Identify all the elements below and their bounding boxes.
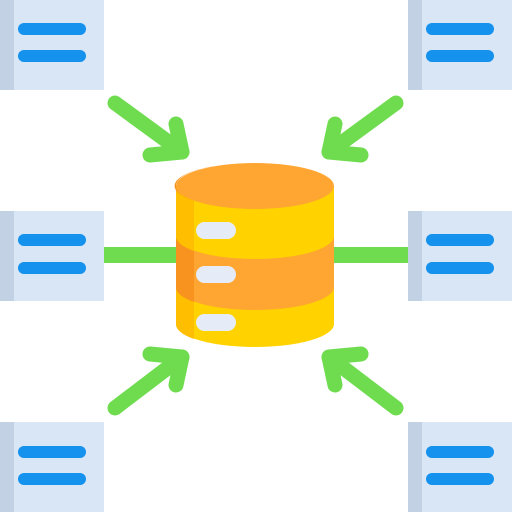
card-middle-left [0,211,104,301]
connector-lines [103,247,410,263]
arrow-top-right [321,95,404,163]
arrow-bottom-left [107,346,190,416]
card-top-left [0,0,104,90]
database-slot-bottom [196,314,236,331]
card-top-right [408,0,512,90]
connector-left [103,247,183,263]
connector-right [330,247,410,263]
arrows [107,95,404,416]
database-top-cap [176,163,334,209]
database-slot-middle [196,266,236,283]
card-bottom-right [408,422,512,512]
arrow-bottom-right [321,346,404,416]
database-slot-top [196,222,236,239]
database-icon [174,163,334,347]
card-middle-right [408,211,512,301]
card-bottom-left [0,422,104,512]
arrow-top-left [107,95,190,163]
